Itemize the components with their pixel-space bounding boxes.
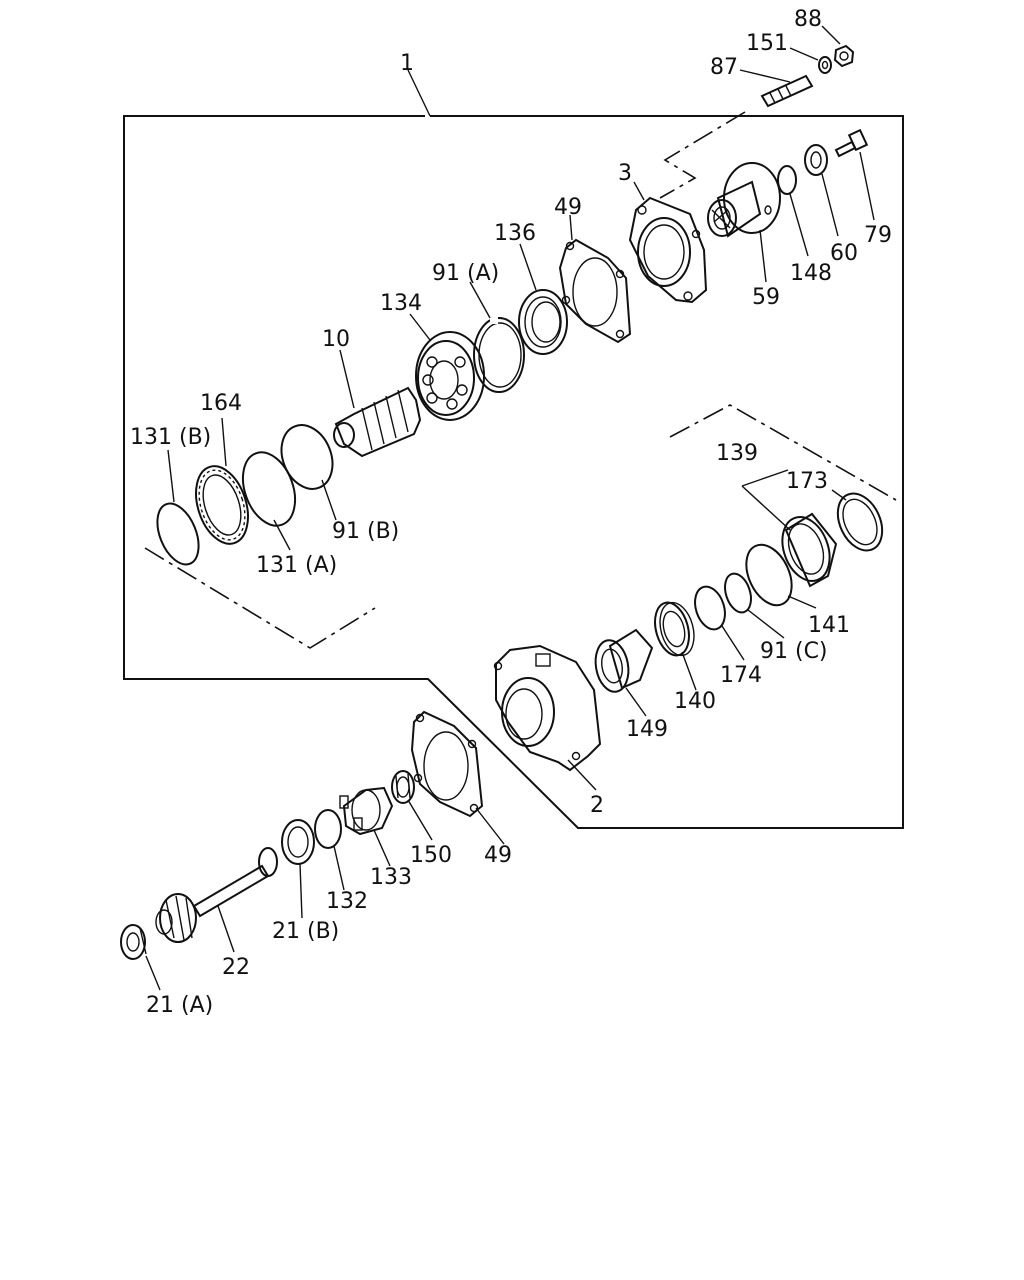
label-134: 134	[380, 291, 422, 316]
label-151: 151	[746, 31, 788, 56]
needle-bearing-150	[391, 770, 415, 804]
label-148: 148	[790, 261, 832, 286]
assembly-frame	[123, 69, 904, 829]
nut-88	[833, 44, 855, 68]
ring-174	[694, 585, 726, 631]
gasket-49-upper	[558, 238, 632, 344]
label-131b: 131 (B)	[130, 425, 211, 450]
label-136: 136	[494, 221, 536, 246]
stud-87	[760, 74, 814, 108]
callout-labels: 1 88 151 87 3 49 136 91 (A) 134 10 164 1…	[130, 7, 892, 1018]
retainer-139	[781, 512, 838, 588]
label-150: 150	[410, 843, 452, 868]
label-141: 141	[808, 613, 850, 638]
label-132: 132	[326, 889, 368, 914]
washer-151	[818, 56, 832, 74]
label-91a: 91 (A)	[432, 261, 499, 286]
label-60: 60	[830, 241, 858, 266]
label-173: 173	[786, 469, 828, 494]
ring-131a	[241, 451, 297, 527]
label-3: 3	[618, 161, 632, 186]
label-79: 79	[864, 223, 892, 248]
snap-ring-91b	[280, 424, 334, 490]
bearing-21a	[120, 924, 147, 960]
snap-ring-91c	[724, 572, 752, 614]
label-139: 139	[716, 441, 758, 466]
label-88: 88	[794, 7, 822, 32]
alignment-lines	[144, 111, 897, 649]
label-49-lower: 49	[484, 843, 512, 868]
label-133: 133	[370, 865, 412, 890]
label-91c: 91 (C)	[760, 639, 828, 664]
housing-2	[493, 644, 602, 772]
label-1: 1	[400, 51, 414, 76]
o-ring-148	[777, 165, 797, 195]
gear-shaft-22	[155, 847, 278, 943]
label-21b: 21 (B)	[272, 919, 339, 944]
bearing-134	[415, 331, 485, 421]
seal-140	[654, 601, 695, 657]
washer-60	[804, 144, 828, 176]
gasket-49-lower	[410, 710, 484, 818]
label-59: 59	[752, 285, 780, 310]
ring-173	[836, 492, 884, 552]
leader-lines	[145, 25, 875, 991]
label-149: 149	[626, 717, 668, 742]
ring-132	[314, 809, 342, 849]
bearing-149	[594, 628, 654, 693]
label-140: 140	[674, 689, 716, 714]
seal-136	[518, 289, 568, 355]
label-87: 87	[710, 55, 738, 80]
label-131a: 131 (A)	[256, 553, 337, 578]
label-164: 164	[200, 391, 242, 416]
shaft-10	[333, 386, 422, 458]
label-91b: 91 (B)	[332, 519, 399, 544]
ring-131b	[156, 502, 200, 566]
retainer-133	[339, 786, 394, 836]
bearing-164	[195, 465, 249, 545]
cover-3	[628, 196, 708, 304]
label-174: 174	[720, 663, 762, 688]
bearing-21b	[281, 819, 315, 865]
label-2: 2	[590, 793, 604, 818]
flange-59	[707, 162, 781, 238]
label-10: 10	[322, 327, 350, 352]
snap-ring-91a	[473, 316, 525, 393]
label-49-upper: 49	[554, 195, 582, 220]
label-22: 22	[222, 955, 250, 980]
bolt-79	[834, 128, 869, 158]
label-21a: 21 (A)	[146, 993, 213, 1018]
o-ring-141	[745, 543, 793, 607]
